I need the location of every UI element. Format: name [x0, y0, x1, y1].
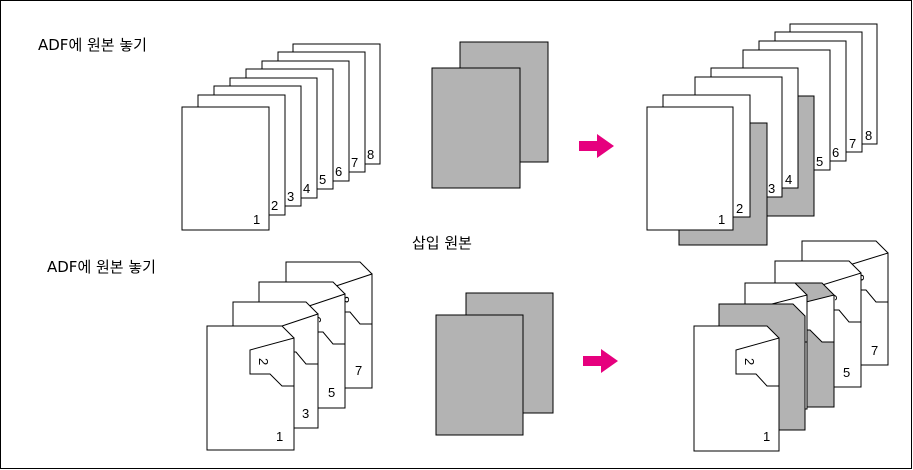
bottom-insert-sheets	[435, 292, 554, 436]
label-adf-top: ADF에 원본 놓기	[38, 36, 147, 54]
page-number: 6	[832, 145, 839, 160]
page-number: 8	[865, 128, 872, 143]
top-insert-sheets	[431, 41, 549, 189]
insert-sheet-front	[431, 67, 521, 189]
page-number: 1	[718, 212, 725, 227]
page-number: 7	[849, 136, 856, 151]
page-number: 7	[871, 343, 878, 358]
page-number: 2	[736, 201, 743, 216]
page-number: 2	[742, 358, 757, 365]
insert-sheet-front	[435, 314, 524, 436]
right-arrow-icon	[579, 134, 614, 158]
page-number: 1	[253, 212, 260, 227]
page-number: 2	[271, 198, 278, 213]
sheet-1-2: 2 1	[693, 325, 780, 452]
page-number: 1	[763, 429, 770, 444]
page-number: 7	[351, 155, 358, 170]
page-number: 8	[367, 147, 374, 162]
page-number: 1	[276, 429, 283, 444]
page-number: 3	[768, 181, 775, 196]
page-1: 1	[646, 106, 734, 231]
page-number: 6	[335, 164, 342, 179]
label-insert-original: 삽입 원본	[412, 234, 472, 252]
bottom-left-stack: 8 7 6 5 4 3 2 1	[206, 261, 373, 451]
page-number: 5	[319, 172, 326, 187]
top-right-stack: 8 7 6 5 4 3 2 1	[646, 23, 878, 246]
page-number: 5	[816, 154, 823, 169]
page-1: 1	[181, 106, 270, 231]
sheet-1-2: 2 1	[206, 325, 295, 451]
bottom-right-stack: 8 7 6 5 4 3 2 1	[693, 240, 889, 452]
page-number: 7	[355, 363, 362, 378]
page-number: 4	[785, 172, 792, 187]
right-arrow-icon	[583, 349, 618, 373]
page-number: 5	[843, 365, 850, 380]
page-number: 3	[287, 189, 294, 204]
page-number: 4	[303, 181, 310, 196]
page-number: 2	[256, 358, 271, 365]
page-number: 5	[328, 385, 335, 400]
top-left-stack: 8 7 6 5 4 3 2 1	[181, 43, 381, 231]
page-number: 3	[302, 406, 309, 421]
label-adf-bottom: ADF에 원본 놓기	[47, 258, 156, 276]
